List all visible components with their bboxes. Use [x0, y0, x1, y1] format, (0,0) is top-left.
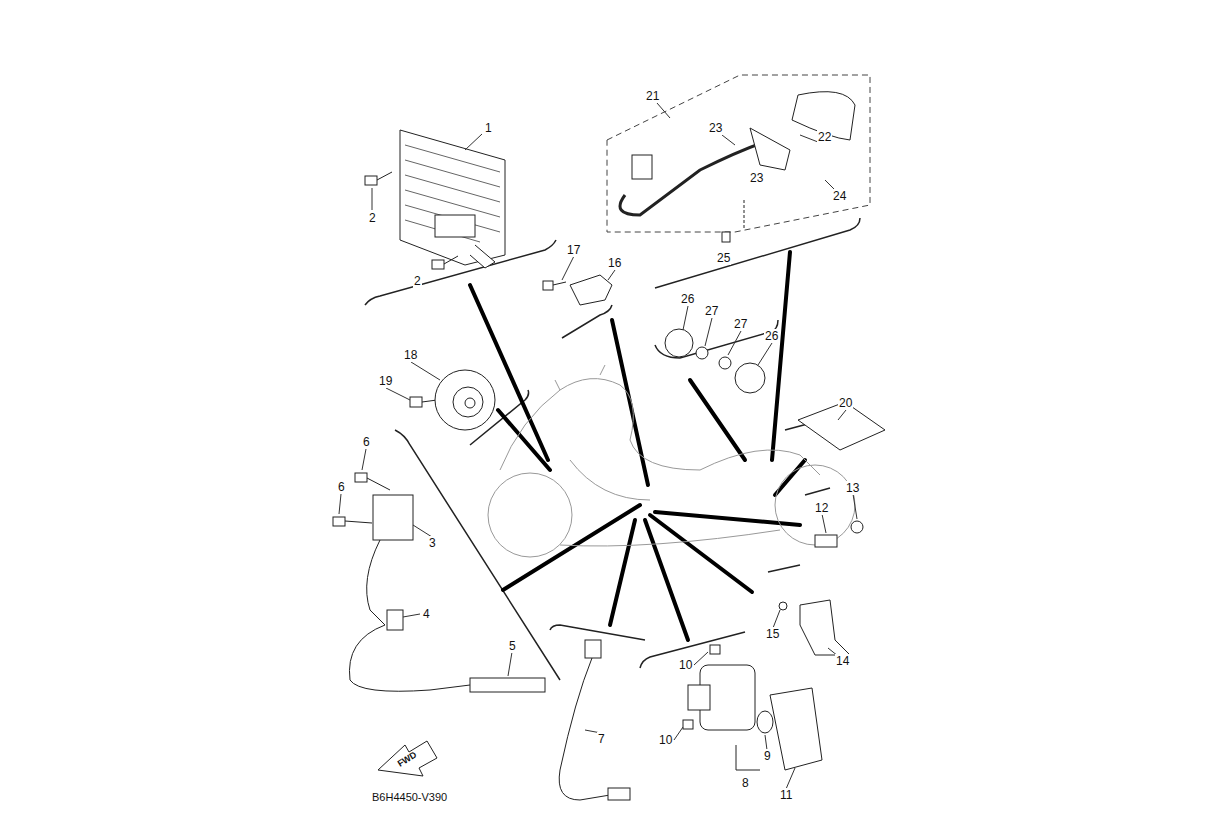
callout-number: 5: [508, 639, 517, 653]
callout-number: 27: [733, 317, 748, 331]
callout-number: 26: [680, 292, 695, 306]
callout-number: 12: [814, 501, 829, 515]
callout-number: 4: [422, 607, 431, 621]
callout-number: 2: [368, 211, 377, 225]
callout-number: 20: [838, 396, 853, 410]
callout-number: 19: [378, 374, 393, 388]
callout-number: 26: [764, 329, 779, 343]
callout-number: 10: [678, 658, 693, 672]
drawing-code: B6H4450-V390: [371, 791, 448, 804]
callout-number: 2: [413, 274, 422, 288]
callout-number: 8: [741, 776, 750, 790]
callout-number: 6: [337, 480, 346, 494]
callout-number: 17: [566, 243, 581, 257]
callout-number: 18: [403, 348, 418, 362]
callout-number: 6: [362, 435, 371, 449]
callout-number: 11: [779, 788, 793, 802]
callout-number: 15: [765, 627, 780, 641]
callout-number: 1: [484, 121, 493, 135]
callout-number: 21: [645, 89, 660, 103]
callout-number: 3: [428, 536, 437, 550]
callout-number: 16: [607, 256, 622, 270]
callout-number: 10: [658, 733, 673, 747]
callout-number: 22: [817, 130, 832, 144]
callout-number: 25: [716, 251, 731, 265]
callout-number: 23: [708, 121, 723, 135]
callout-number: 23: [749, 171, 764, 185]
callout-number: 7: [597, 732, 606, 746]
callout-number: 24: [832, 189, 847, 203]
callout-number: 27: [704, 304, 719, 318]
callout-number: 9: [763, 749, 772, 763]
callout-number: 13: [845, 481, 860, 495]
callout-number: 14: [835, 654, 850, 668]
